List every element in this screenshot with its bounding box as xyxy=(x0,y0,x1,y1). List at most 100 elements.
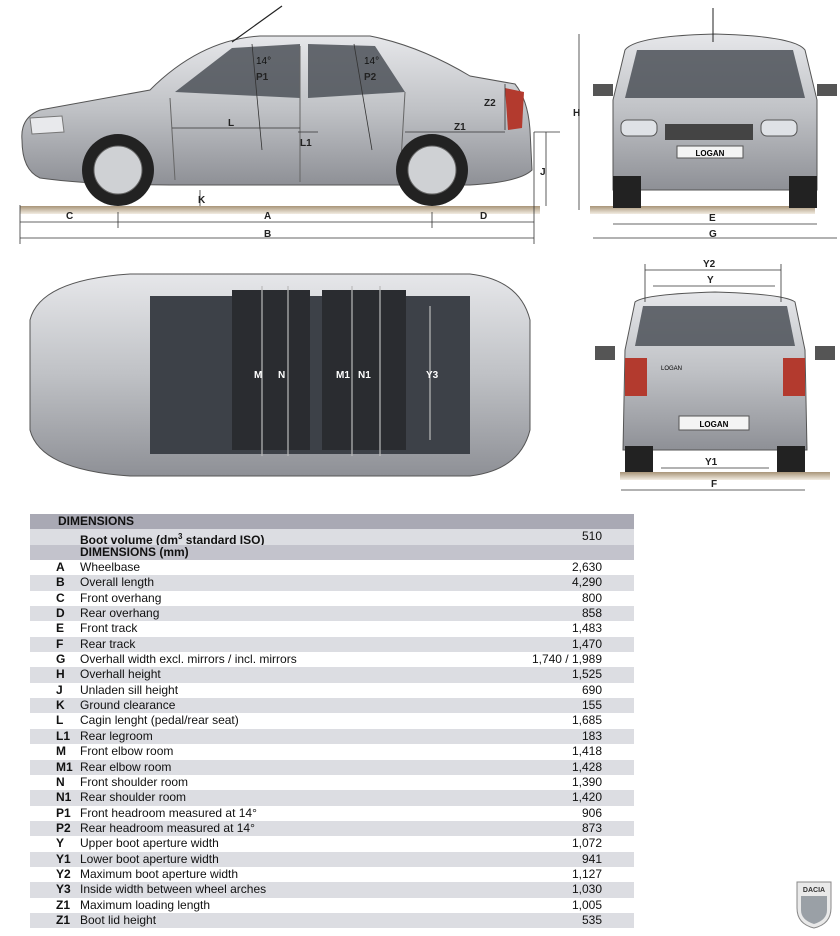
dim-f: F xyxy=(711,479,717,490)
row-code: Z1 xyxy=(56,897,71,912)
table-title-row: DIMENSIONS xyxy=(30,514,634,530)
row-value: 1,072 xyxy=(571,836,602,851)
row-code: Y xyxy=(56,836,65,851)
row-label: Cagin lenght (pedal/rear seat) xyxy=(80,713,239,728)
row-code: D xyxy=(56,606,65,621)
row-value: 183 xyxy=(581,728,602,743)
table-subtitle-row: DIMENSIONS (mm) xyxy=(30,544,634,561)
table-row: L1 Rear legroom 183 xyxy=(30,728,634,745)
front-badge: LOGAN xyxy=(696,149,725,158)
dim-j: J xyxy=(540,167,546,178)
table-subtitle: DIMENSIONS (mm) xyxy=(80,544,189,559)
dim-p1: P1 xyxy=(256,72,269,83)
rear-view-diagram: LOGAN LOGAN Y2 Y Y1 F xyxy=(595,259,835,491)
row-value: 1,470 xyxy=(571,636,602,651)
dim-n1: N1 xyxy=(358,370,371,381)
dacia-logo: DACIA xyxy=(796,881,832,929)
dim-l1: L1 xyxy=(300,138,312,149)
row-code: B xyxy=(56,575,65,590)
row-label: Inside width between wheel arches xyxy=(80,882,267,897)
dim-y2: Y2 xyxy=(703,259,716,270)
top-view-diagram: M N M1 N1 Y3 xyxy=(29,273,531,477)
row-code: A xyxy=(56,560,65,575)
row-code: H xyxy=(56,667,65,682)
row-value: 690 xyxy=(581,682,602,697)
row-code: M1 xyxy=(56,759,73,774)
dim-m: M xyxy=(254,370,262,381)
row-value: 2,630 xyxy=(571,560,602,575)
row-code: F xyxy=(56,636,64,651)
row-code: P1 xyxy=(56,805,71,820)
row-label: Wheelbase xyxy=(80,560,141,575)
row-value: 155 xyxy=(581,698,602,713)
dim-k: K xyxy=(198,195,206,206)
dim-p2: P2 xyxy=(364,72,377,83)
row-code: E xyxy=(56,621,65,636)
row-code: Y1 xyxy=(56,851,71,866)
row-code: G xyxy=(56,652,66,667)
row-value: 858 xyxy=(581,606,602,621)
logo-text: DACIA xyxy=(803,887,825,894)
dim-m1: M1 xyxy=(336,370,350,381)
dim-z2: Z2 xyxy=(484,98,496,109)
row-label: Rear headroom measured at 14° xyxy=(80,820,255,835)
table-row: A Wheelbase 2,630 xyxy=(30,560,634,575)
dim-h: H xyxy=(573,108,580,119)
row-value: 873 xyxy=(581,820,602,835)
table-row: K Ground clearance 155 xyxy=(30,698,634,714)
row-code: Y2 xyxy=(56,866,71,881)
row-value: 1,418 xyxy=(571,744,602,759)
row-label: Overall length xyxy=(80,575,155,590)
row-value: 1,740 / 1,989 xyxy=(531,652,602,667)
row-code: K xyxy=(56,698,65,713)
boot-label-pre: Boot volume (dm xyxy=(80,533,178,548)
dim-z1: Z1 xyxy=(454,122,466,133)
row-label: Ground clearance xyxy=(80,698,176,713)
dim-d: D xyxy=(480,211,487,222)
boot-label-sup: 3 xyxy=(178,532,183,542)
dim-y1: Y1 xyxy=(705,457,718,468)
dimensions-table: DIMENSIONS Boot volume (dm3 standard ISO… xyxy=(30,514,634,929)
row-label: Front elbow room xyxy=(80,744,174,759)
row-label: Maximum boot aperture width xyxy=(80,866,239,881)
row-value: 1,420 xyxy=(571,790,602,805)
angle-front: 14° xyxy=(256,56,271,67)
table-row: Z1 Maximum loading length 1,005 xyxy=(30,898,634,913)
row-label: Rear legroom xyxy=(80,728,153,743)
row-label: Upper boot aperture width xyxy=(80,836,219,851)
boot-volume-row: Boot volume (dm3 standard ISO) 510 xyxy=(30,529,634,548)
boot-volume-value: 510 xyxy=(581,529,602,544)
table-row: Z1 Boot lid height 535 xyxy=(30,912,634,929)
front-view-diagram: LOGAN H E G xyxy=(573,8,837,240)
rear-script: LOGAN xyxy=(661,366,682,372)
row-code: Z1 xyxy=(56,912,71,927)
row-value: 906 xyxy=(581,805,602,820)
table-row: Y Upper boot aperture width 1,072 xyxy=(30,836,634,851)
row-code: J xyxy=(56,682,63,697)
side-view-diagram: C A D B K J L L1 P1 P2 Z1 Z2 14° 14° xyxy=(19,5,560,244)
table-title: DIMENSIONS xyxy=(58,514,135,528)
boot-label-post: standard ISO) xyxy=(182,533,265,548)
angle-rear: 14° xyxy=(364,56,379,67)
dim-n: N xyxy=(278,370,285,381)
dim-c: C xyxy=(66,211,73,222)
row-value: 941 xyxy=(581,851,602,866)
row-code: L1 xyxy=(56,728,71,743)
row-value: 535 xyxy=(581,912,602,927)
row-label: Rear shoulder room xyxy=(80,790,187,805)
row-label: Boot lid height xyxy=(80,912,157,927)
row-label: Maximum loading length xyxy=(80,897,211,912)
row-label: Rear elbow room xyxy=(80,759,172,774)
row-value: 1,005 xyxy=(571,897,602,912)
